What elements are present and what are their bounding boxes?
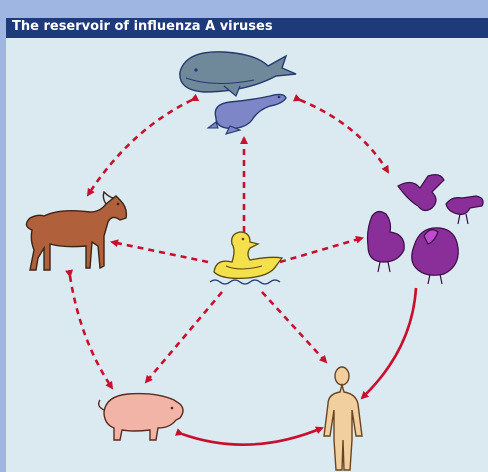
arrow-poultry-human xyxy=(362,288,416,398)
whale-icon xyxy=(180,52,296,96)
horse-icon xyxy=(26,192,126,270)
arrow-seal-birds xyxy=(300,100,388,172)
arrow-duck-horse xyxy=(112,242,208,262)
arrow-horse-pig xyxy=(70,276,112,388)
arrow-pig-human xyxy=(182,428,322,445)
diagram-panel xyxy=(6,38,488,472)
title-bar: The reservoir of influenza A viruses xyxy=(6,18,488,38)
human-icon xyxy=(324,367,362,470)
duck-icon xyxy=(210,232,282,284)
arrow-duck-pig xyxy=(146,292,222,382)
bird-icon xyxy=(398,175,483,224)
pig-icon xyxy=(99,394,183,440)
seal-icon xyxy=(208,94,286,134)
arrow-whale-horse xyxy=(88,100,192,195)
arrow-duck-birds xyxy=(280,238,362,262)
turkey-icon xyxy=(368,211,459,284)
figure-title: The reservoir of influenza A viruses xyxy=(12,19,273,34)
reservoir-diagram xyxy=(6,38,488,472)
arrow-duck-human xyxy=(262,292,326,362)
